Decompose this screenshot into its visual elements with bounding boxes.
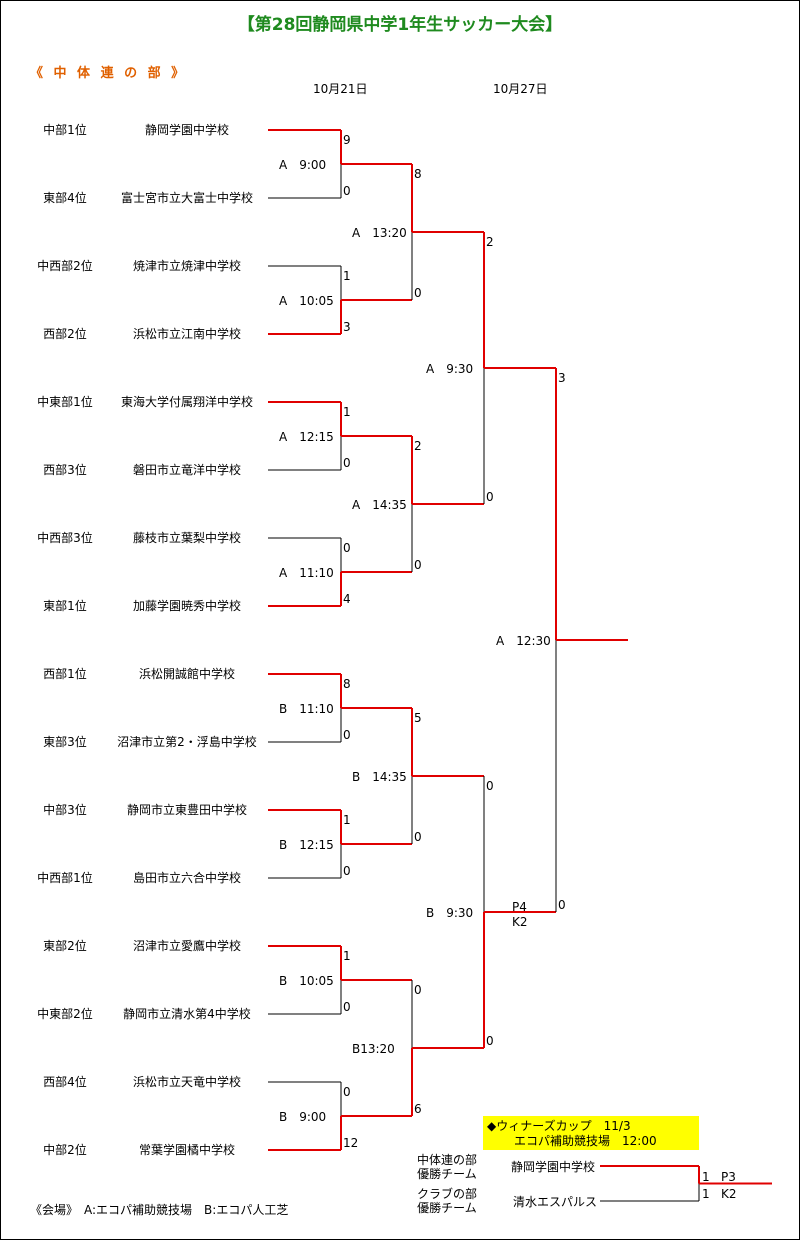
match-time-label: A 9:30 xyxy=(426,362,474,376)
match-time-label: B 14:35 xyxy=(352,770,407,784)
match-score: 3 xyxy=(558,371,566,385)
wc-team2-label-1: クラブの部 xyxy=(416,1187,477,1201)
team-school: 沼津市立第2・浮島中学校 xyxy=(117,735,257,749)
match-score: 5 xyxy=(414,711,422,725)
match-time-label: B13:20 xyxy=(352,1042,395,1056)
team-school: 磐田市立竜洋中学校 xyxy=(132,463,241,477)
winners-cup-title: ◆ウィナーズカップ 11/3 xyxy=(487,1119,631,1133)
team-school: 静岡市立東豊田中学校 xyxy=(126,803,247,817)
team-school: 加藤学園暁秀中学校 xyxy=(132,599,241,613)
team-rank: 中部2位 xyxy=(43,1143,87,1157)
team-rank: 西部1位 xyxy=(43,667,87,681)
team-school: 島田市立六合中学校 xyxy=(132,871,241,885)
match-score: 0 xyxy=(343,864,351,878)
team-school: 富士宮市立大富士中学校 xyxy=(120,191,253,205)
team-school: 浜松開誠館中学校 xyxy=(138,667,235,681)
match-score: 0 xyxy=(486,490,494,504)
wc-pk1: P3 xyxy=(721,1170,736,1184)
wc-team1-label-1: 中体連の部 xyxy=(416,1153,477,1167)
match-score: 0 xyxy=(414,558,422,572)
team-rank: 中部1位 xyxy=(43,123,87,137)
wc-team2-label-2: 優勝チーム xyxy=(417,1201,477,1215)
team-school: 東海大学付属翔洋中学校 xyxy=(120,395,253,409)
team-school: 静岡市立清水第4中学校 xyxy=(123,1007,251,1021)
team-school: 藤枝市立葉梨中学校 xyxy=(132,531,241,545)
team-rank: 東部2位 xyxy=(43,939,87,953)
team-school: 浜松市立天竜中学校 xyxy=(132,1075,241,1089)
match-time-label: B 11:10 xyxy=(279,702,334,716)
winners-cup-box xyxy=(483,1116,699,1150)
team-rank: 中西部1位 xyxy=(37,871,93,885)
team-rank: 中西部3位 xyxy=(37,531,93,545)
match-score: 0 xyxy=(414,983,422,997)
team-rank: 中部3位 xyxy=(43,803,87,817)
match-time-label: B 12:15 xyxy=(279,838,334,852)
pk-score-bottom: K2 xyxy=(512,915,528,929)
match-score: 0 xyxy=(343,1000,351,1014)
date-round1: 10月21日 xyxy=(313,82,368,96)
match-time-label: A 11:10 xyxy=(279,566,334,580)
winners-cup-venue: エコパ補助競技場 12:00 xyxy=(514,1134,657,1148)
team-rank: 中東部1位 xyxy=(37,395,93,409)
venue-note: 《会場》 A:エコパ補助競技場 B:エコパ人工芝 xyxy=(30,1203,289,1217)
match-score: 8 xyxy=(414,167,422,181)
match-time-label: A 12:30 xyxy=(496,634,551,648)
match-score: 4 xyxy=(343,592,351,606)
match-time-label: A 10:05 xyxy=(279,294,334,308)
match-score: 0 xyxy=(343,728,351,742)
match-score: 3 xyxy=(343,320,351,334)
match-score: 1 xyxy=(343,269,351,283)
match-time-label: B 10:05 xyxy=(279,974,334,988)
match-score: 1 xyxy=(343,405,351,419)
team-school: 沼津市立愛鷹中学校 xyxy=(132,939,241,953)
match-score: 0 xyxy=(486,1034,494,1048)
team-rank: 東部4位 xyxy=(43,191,87,205)
match-score: 0 xyxy=(486,779,494,793)
match-score: 0 xyxy=(414,286,422,300)
team-school: 静岡学園中学校 xyxy=(144,123,229,137)
team-rank: 中東部2位 xyxy=(37,1007,93,1021)
match-time-label: A 9:00 xyxy=(279,158,327,172)
match-score: 0 xyxy=(343,456,351,470)
team-school: 浜松市立江南中学校 xyxy=(132,327,241,341)
match-score: 2 xyxy=(486,235,494,249)
match-score: 2 xyxy=(414,439,422,453)
match-score: 9 xyxy=(343,133,351,147)
match-time-label: A 13:20 xyxy=(352,226,407,240)
match-score: 6 xyxy=(414,1102,422,1116)
wc-team2: 清水エスパルス xyxy=(513,1195,598,1209)
team-rank: 東部1位 xyxy=(43,599,87,613)
match-score: 1 xyxy=(343,949,351,963)
team-rank: 西部3位 xyxy=(43,463,87,477)
section-heading: 《 中 体 連 の 部 》 xyxy=(30,66,188,81)
team-school: 常葉学園橘中学校 xyxy=(138,1143,235,1157)
match-time-label: B 9:30 xyxy=(426,906,474,920)
match-score: 12 xyxy=(343,1136,359,1150)
match-score: 0 xyxy=(343,184,351,198)
match-score: 8 xyxy=(343,677,351,691)
team-rank: 西部2位 xyxy=(43,327,87,341)
page-title: 【第28回静岡県中学1年生サッカー大会】 xyxy=(237,15,563,35)
team-rank: 中西部2位 xyxy=(37,259,93,273)
wc-team1: 静岡学園中学校 xyxy=(511,1160,596,1174)
wc-score2: 1 xyxy=(702,1187,710,1201)
date-round3: 10月27日 xyxy=(493,82,548,96)
match-time-label: A 14:35 xyxy=(352,498,407,512)
team-school: 焼津市立焼津中学校 xyxy=(132,259,241,273)
team-rank: 西部4位 xyxy=(43,1075,87,1089)
match-time-label: B 9:00 xyxy=(279,1110,327,1124)
team-rank: 東部3位 xyxy=(43,735,87,749)
match-score: 0 xyxy=(343,541,351,555)
match-time-label: A 12:15 xyxy=(279,430,334,444)
match-score: 0 xyxy=(343,1085,351,1099)
wc-score1: 1 xyxy=(702,1170,710,1184)
match-score: 0 xyxy=(558,898,566,912)
match-score: 0 xyxy=(414,830,422,844)
wc-team1-label-2: 優勝チーム xyxy=(417,1167,477,1181)
pk-score-top: P4 xyxy=(512,900,527,914)
wc-pk2: K2 xyxy=(721,1187,737,1201)
match-score: 1 xyxy=(343,813,351,827)
